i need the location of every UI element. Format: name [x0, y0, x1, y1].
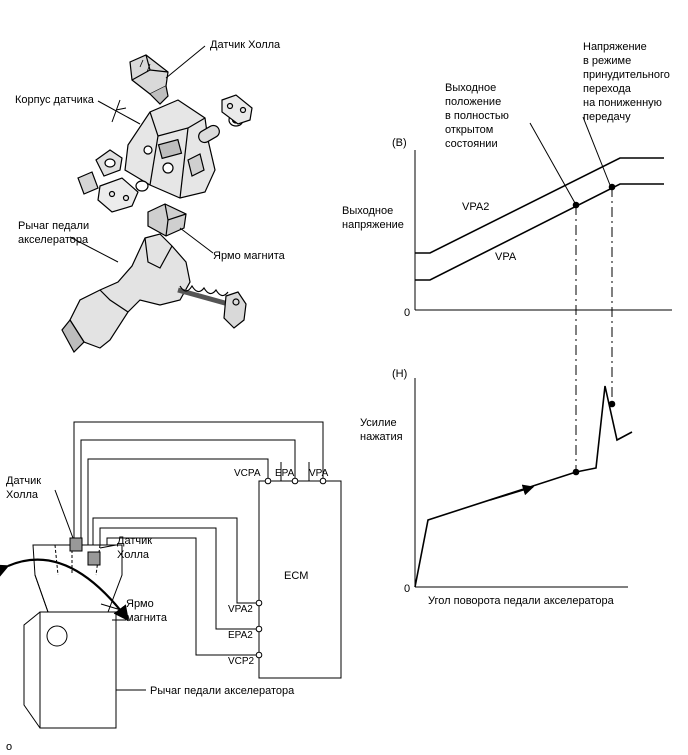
hall-sensor-left-chip [69, 537, 83, 552]
force-origin-label: 0 [404, 583, 410, 595]
wiring-hall-sensor-right-line1: Датчик [117, 535, 152, 547]
sensor-housing-drawing [111, 99, 216, 199]
annotation-full-open-line4: открытом [445, 124, 493, 136]
annotation-full-open-line3: в полностью [445, 110, 509, 122]
terminal-label-vpa2: VPA2 [228, 604, 253, 615]
annotation-kickdown-line1: Напряжение [583, 41, 647, 53]
wiring-hall-sensor-left-line1: Датчик [6, 475, 41, 487]
exploded-pedal-lever-label-line2: акселератора [18, 234, 89, 246]
terminal-label-vcpa: VCPA [234, 468, 261, 479]
magnet-yoke-drawing [147, 203, 187, 237]
vpa2-series-label: VPA2 [462, 201, 489, 213]
exploded-magnet-yoke-label: Ярмо магнита [213, 250, 286, 262]
hall-sensor-part-drawing [129, 54, 169, 105]
annotation-kickdown-line6: передачу [583, 111, 631, 123]
terminal-vpa2 [255, 599, 263, 607]
wiring-magnet-yoke-line1: Ярмо [126, 598, 154, 610]
annotation-full-open-line1: Выходное [445, 82, 496, 94]
terminal-vpa [319, 477, 327, 485]
exploded-sensor-housing-label: Корпус датчика [15, 94, 95, 106]
wire-vcpa [87, 458, 269, 545]
terminal-label-vcp2: VCP2 [228, 656, 255, 667]
force-xlabel: Угол поворота педали акселератора [428, 595, 615, 607]
exploded-hall-sensor-label: Датчик Холла [210, 39, 281, 51]
exploded-view [61, 45, 253, 353]
force-ylabel-line1: Усилие [360, 417, 397, 429]
voltage-ylabel-line2: напряжение [342, 219, 404, 231]
annotation-full-open-line5: состоянии [445, 138, 498, 150]
force-ylabel-line2: нажатия [360, 431, 403, 443]
terminal-vcp2 [255, 651, 263, 659]
wire-epa [80, 439, 296, 545]
voltage-origin-label: 0 [404, 307, 410, 319]
wire-epa2 [99, 527, 259, 630]
ecm-label: ECM [284, 570, 308, 582]
annotation-kickdown-line3: принудительного [583, 69, 670, 81]
annotation-full-open: Выходное положение в полностью открытом … [445, 82, 509, 150]
wiring-hall-sensor-right-line2: Холла [117, 549, 150, 561]
force-curve [414, 385, 633, 588]
wiring-hall-sensor-left-line2: Холла [6, 489, 39, 501]
wire-vpa [73, 421, 324, 545]
rotation-arrow [0, 558, 129, 622]
wire-vpa2 [92, 517, 259, 604]
annotation-full-open-line2: положение [445, 96, 501, 108]
vpa2-curve [415, 157, 664, 254]
terminal-epa [291, 477, 299, 485]
terminal-label-vpa: VPA [309, 468, 329, 479]
pedal-lever-drawing [61, 233, 247, 353]
force-unit-label: (Н) [392, 368, 407, 380]
force-direction-arrow [489, 484, 535, 501]
voltage-graph [414, 116, 672, 472]
terminal-label-epa2: EPA2 [228, 630, 253, 641]
pedal-section-drawing [23, 537, 126, 729]
annotation-kickdown: Напряжение в режиме принудительного пере… [583, 41, 670, 123]
vpa-curve [415, 183, 664, 281]
footer-code: o [6, 741, 12, 753]
voltage-unit-label: (В) [392, 137, 407, 149]
force-full-open-point [572, 468, 580, 476]
force-graph [414, 378, 633, 588]
wiring-diagram [0, 421, 342, 729]
annotation-kickdown-line5: на пониженную [583, 97, 662, 109]
voltage-ylabel-line1: Выходное [342, 205, 393, 217]
vpa-series-label: VPA [495, 251, 517, 263]
terminal-label-epa: EPA [275, 468, 295, 479]
annotation-kickdown-line2: в режиме [583, 55, 631, 67]
annotation-kickdown-line4: перехода [583, 83, 632, 95]
exploded-pedal-lever-label-line1: Рычаг педали [18, 220, 89, 232]
terminal-epa2 [255, 625, 263, 633]
force-kickdown-point [608, 400, 616, 408]
wiring-pedal-lever-label: Рычаг педали акселератора [150, 685, 295, 697]
small-parts-drawing [77, 94, 253, 213]
hall-sensor-right-chip [87, 551, 101, 566]
wiring-magnet-yoke-line2: магнита [126, 612, 168, 624]
ecm-box [258, 480, 342, 679]
terminal-vcpa [264, 477, 272, 485]
